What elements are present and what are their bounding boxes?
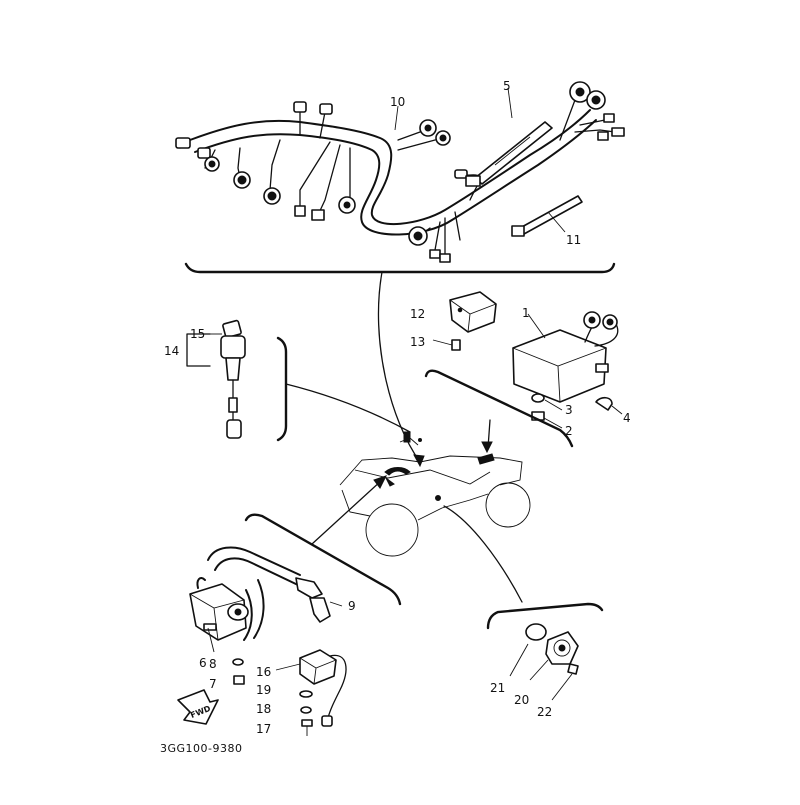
callout-18: 18	[256, 702, 271, 716]
collar-part-3	[531, 393, 563, 411]
clamp-part-4	[595, 396, 623, 415]
callout-6: 6	[199, 656, 207, 670]
arrowhead	[413, 454, 425, 468]
rectifier-regulator-part-12	[432, 291, 497, 351]
cable-band-part-5	[465, 87, 553, 187]
callout-2: 2	[565, 424, 573, 438]
wire-harness	[175, 81, 625, 263]
callout-21: 21	[490, 681, 505, 695]
callout-8: 8	[209, 657, 217, 671]
cdi-unit-part-1	[512, 311, 619, 403]
cable-band-part-11	[511, 195, 583, 237]
leader-line-21	[509, 643, 529, 677]
callout-9: 9	[348, 599, 356, 613]
bolt-part-7	[233, 675, 245, 685]
forward-direction-arrow	[177, 689, 219, 725]
callout-4: 4	[623, 411, 631, 425]
callout-19: 19	[256, 683, 271, 697]
screw-part-22	[551, 663, 579, 701]
catalog-number: 3GG100-9380	[160, 742, 243, 755]
callout-labels: 1 2 3 4 5 6 7 8 9 10 11 12 13 14 15 16 1…	[164, 79, 631, 736]
callout-22: 22	[537, 705, 552, 719]
arrowhead-regulator	[481, 441, 493, 454]
callout-1: 1	[522, 306, 530, 320]
harness-locator-line	[377, 271, 421, 463]
ignition-locator-line	[311, 479, 383, 545]
relay-part-16	[275, 649, 347, 727]
switch-group-bracket	[276, 336, 288, 442]
callout-16: 16	[256, 665, 271, 679]
callout-7: 7	[209, 677, 217, 691]
thermo-group-bracket	[486, 602, 604, 630]
regulator-group-bracket	[424, 369, 574, 448]
washer-part-18	[300, 706, 312, 714]
callout-17: 17	[256, 722, 271, 736]
spark-plug-leads-part-9	[196, 546, 343, 641]
o-ring-part-21	[525, 623, 547, 641]
bracket-14	[186, 333, 211, 367]
switch-locator-line	[285, 383, 411, 433]
callout-14: 14	[164, 344, 179, 358]
leader-line-10	[394, 105, 399, 131]
thermo-locator-line	[443, 505, 523, 603]
main-switch-assembly	[220, 319, 246, 439]
callout-12: 12	[410, 307, 425, 321]
callout-13: 13	[410, 335, 425, 349]
harness-group-bracket	[184, 262, 616, 274]
callout-20: 20	[514, 693, 529, 707]
callout-10: 10	[390, 95, 405, 109]
collar-part-19	[299, 690, 313, 698]
callout-5: 5	[503, 79, 511, 93]
atv-silhouette	[339, 431, 531, 557]
callout-11: 11	[566, 233, 581, 247]
callout-15: 15	[190, 327, 205, 341]
washer-part-8	[232, 658, 244, 666]
ignition-coil-part-6	[189, 583, 249, 653]
arrowhead-ignition	[373, 475, 387, 489]
bolt-part-17	[301, 719, 313, 736]
ignition-group-bracket	[244, 513, 402, 606]
callout-3: 3	[565, 403, 573, 417]
